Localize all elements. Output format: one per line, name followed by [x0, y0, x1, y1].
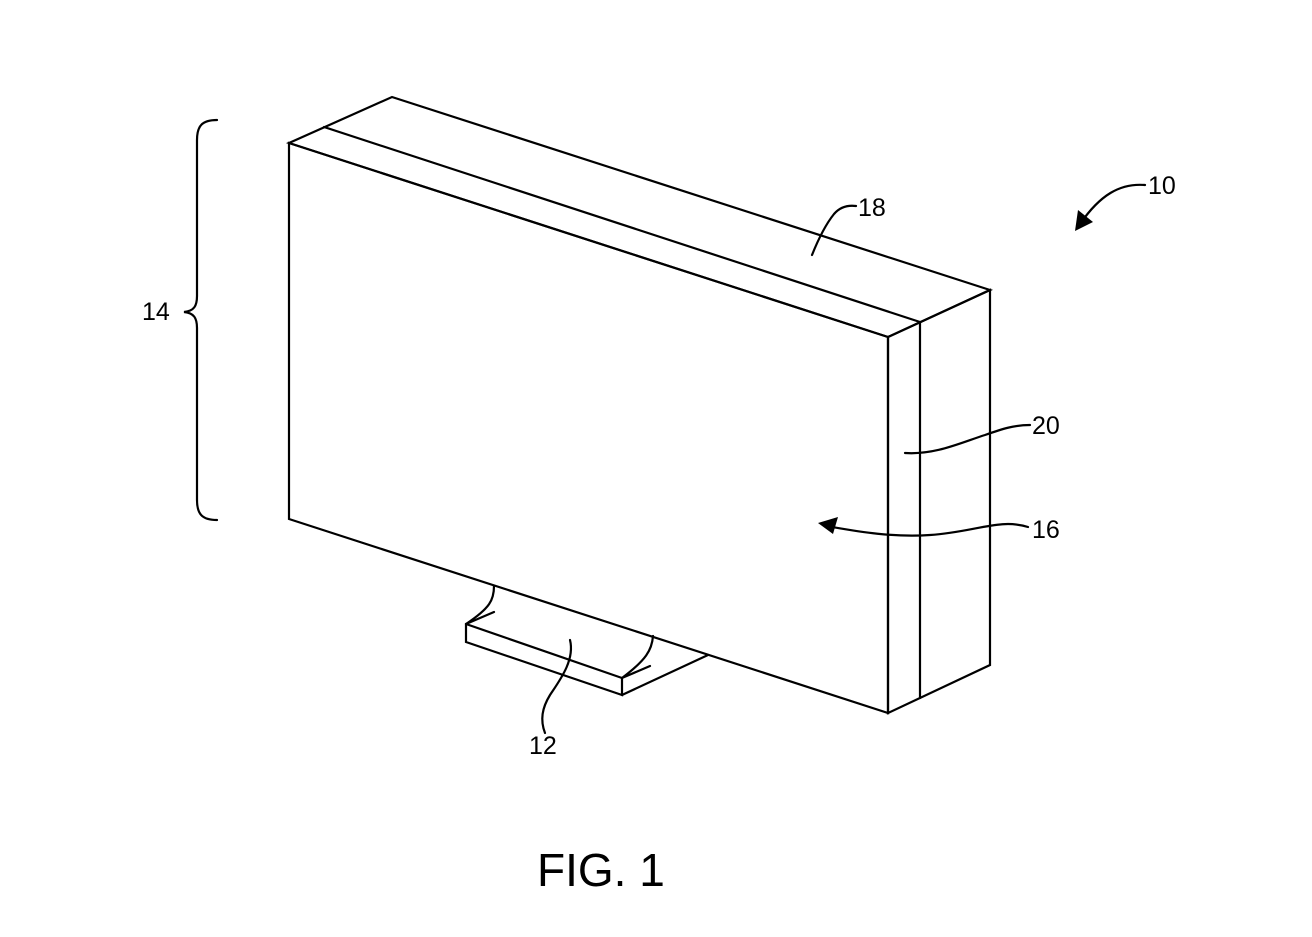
leader-20: [903, 423, 1032, 455]
leader-10: [1078, 183, 1147, 226]
arrowhead-16: [818, 517, 838, 534]
ref-label-10: 10: [1148, 172, 1176, 200]
leader-18: [810, 204, 858, 257]
leader-16: [824, 522, 1030, 537]
arrowhead-10: [1075, 210, 1093, 231]
top-face-strip-line: [322, 125, 922, 324]
bracket-14: [183, 118, 219, 522]
ref-label-14: 14: [142, 298, 170, 326]
stand: [464, 584, 710, 697]
figure-caption: FIG. 1: [537, 844, 665, 896]
ref-label-12: 12: [529, 732, 557, 760]
side-face: [886, 288, 992, 715]
ref-label-16: 16: [1032, 516, 1060, 544]
leader-12: [541, 638, 573, 735]
ref-label-20: 20: [1032, 412, 1060, 440]
ref-label-18: 18: [858, 194, 886, 222]
